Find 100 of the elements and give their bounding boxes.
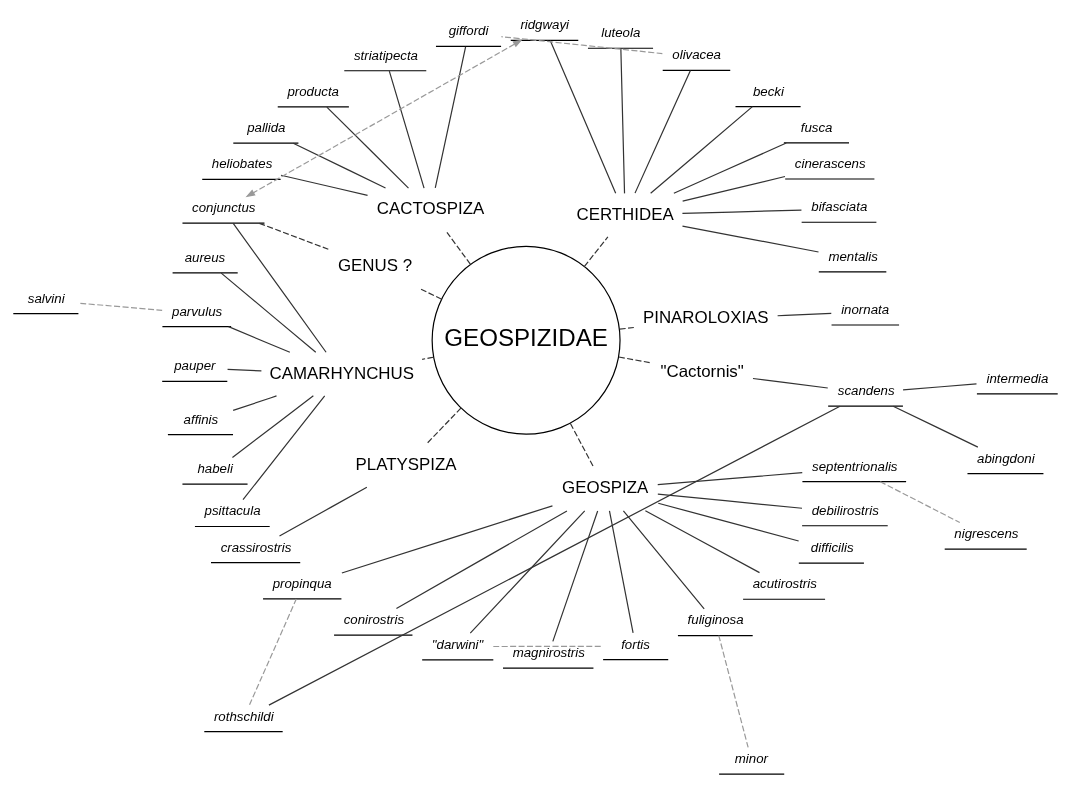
node-text: "Cactornis" xyxy=(660,361,744,381)
connector xyxy=(583,236,609,268)
connector xyxy=(421,356,434,360)
node-text: acutirostris xyxy=(752,576,817,592)
connector xyxy=(644,510,761,574)
node-text: conirostris xyxy=(343,611,405,627)
node-text: mentalis xyxy=(828,248,878,264)
connector xyxy=(681,209,803,215)
node-text: fuliginosa xyxy=(687,612,744,628)
connector xyxy=(469,510,586,634)
node-text: psittacula xyxy=(204,503,261,519)
node-text: abingdoni xyxy=(977,450,1035,466)
node-text: becki xyxy=(752,83,784,99)
connector xyxy=(657,472,803,486)
node-text: affinis xyxy=(183,411,219,427)
node-text: striatipecta xyxy=(353,47,418,63)
connector xyxy=(634,70,692,194)
connector xyxy=(395,510,568,610)
connector xyxy=(673,142,787,194)
connector xyxy=(657,502,800,542)
node-text: giffordi xyxy=(448,23,489,39)
node-text: cinerascens xyxy=(794,155,866,171)
node-text: CACTOSPIZA xyxy=(376,199,485,219)
connector xyxy=(388,70,425,189)
connector xyxy=(650,106,754,194)
node-circle: GEOSPIZIDAE xyxy=(431,245,621,435)
connector xyxy=(682,175,786,202)
connector xyxy=(681,225,820,253)
node-text: propinqua xyxy=(272,575,332,591)
connector xyxy=(619,326,635,330)
connector xyxy=(657,493,803,509)
connector xyxy=(446,231,472,266)
connector xyxy=(434,46,467,189)
connector xyxy=(227,326,291,353)
node-text: habeli xyxy=(197,461,233,477)
node-text: heliobates xyxy=(211,156,273,172)
connector xyxy=(426,407,462,445)
connector xyxy=(232,222,327,353)
connector xyxy=(552,510,599,642)
connector xyxy=(718,634,749,749)
connector xyxy=(549,39,617,194)
connector xyxy=(752,377,829,389)
connector xyxy=(326,106,410,189)
node-text: fortis xyxy=(621,636,650,652)
connector xyxy=(620,47,626,194)
connector xyxy=(258,222,329,250)
node-text: PLATYSPIZA xyxy=(355,454,457,474)
connector xyxy=(242,395,326,501)
node-text: "darwini" xyxy=(431,636,484,652)
node-text: GEOSPIZA xyxy=(562,478,649,498)
node-text: aureus xyxy=(184,249,226,265)
connector xyxy=(879,481,961,524)
node-text: crassirostris xyxy=(220,539,292,555)
node-text: inornata xyxy=(841,301,890,317)
node-text: difficilis xyxy=(810,539,854,555)
connector xyxy=(231,395,314,459)
node-text: GENUS ? xyxy=(337,256,413,276)
node-text: bifasciata xyxy=(811,199,868,215)
node-text: magnirostris xyxy=(512,644,585,660)
node-text: salvini xyxy=(27,290,65,306)
node-text: minor xyxy=(734,751,768,767)
node-text: conjunctus xyxy=(192,199,256,215)
connector xyxy=(902,383,978,391)
node-text: debilirostris xyxy=(811,502,879,518)
arrow xyxy=(245,39,523,198)
node-text: pallida xyxy=(247,120,286,136)
node-text: intermedia xyxy=(986,370,1049,386)
connector xyxy=(280,174,369,196)
node-text: parvulus xyxy=(172,303,223,319)
node-text: septentrionalis xyxy=(812,458,898,474)
connector xyxy=(622,510,705,610)
node-text: CERTHIDEA xyxy=(576,204,674,224)
connector xyxy=(618,356,653,364)
connector xyxy=(78,302,163,311)
connector xyxy=(248,598,297,706)
connector xyxy=(777,312,832,317)
connector xyxy=(220,272,317,353)
node-text: olivacea xyxy=(672,47,721,63)
connector xyxy=(268,405,841,706)
connector xyxy=(278,486,368,537)
connector xyxy=(341,505,554,574)
node-text: fusca xyxy=(800,119,833,135)
node-text: luteola xyxy=(601,25,641,41)
node-text: PINAROLOXIAS xyxy=(642,308,769,328)
connector xyxy=(500,36,663,55)
node-text: rothschildi xyxy=(213,708,274,724)
node-text: nigrescens xyxy=(954,526,1019,542)
node-text: scandens xyxy=(837,382,895,398)
connector xyxy=(492,645,604,648)
connector xyxy=(569,422,595,468)
node-text: producta xyxy=(287,83,339,99)
connector xyxy=(232,395,278,411)
connector xyxy=(892,405,979,448)
connector xyxy=(226,368,262,372)
node-text: ridgwayi xyxy=(520,17,570,33)
node-text: CAMARHYNCHUS xyxy=(269,363,414,383)
connector xyxy=(419,288,443,300)
node-text: pauper xyxy=(174,358,216,374)
connector xyxy=(292,142,387,189)
connector xyxy=(608,510,634,634)
